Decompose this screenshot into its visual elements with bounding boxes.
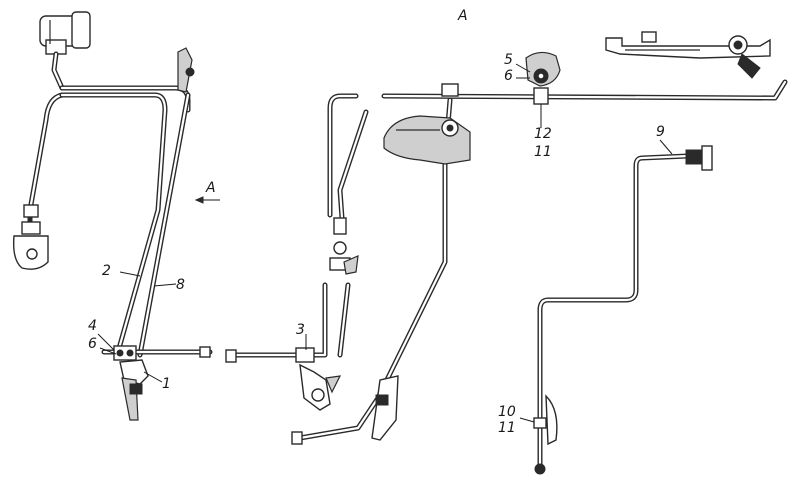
callout-8: 8	[176, 277, 185, 293]
callout-5: 5	[504, 52, 513, 68]
view-label: А	[457, 8, 468, 24]
callout-6-top: 6	[504, 68, 513, 84]
callout-6-left: 6	[88, 336, 97, 352]
callout-11-bottom: 11	[498, 420, 516, 436]
callout-12: 12	[534, 126, 552, 142]
center-assembly	[291, 31, 788, 445]
callout-11-top: 11	[534, 144, 552, 160]
view-arrow: А	[194, 180, 220, 204]
right-assembly	[533, 145, 713, 475]
middle-assembly	[225, 93, 369, 411]
callout-leaders	[97, 63, 673, 423]
callout-3: 3	[296, 322, 305, 338]
callout-2: 2	[102, 263, 111, 279]
callout-9: 9	[656, 124, 665, 140]
callout-4: 4	[88, 318, 97, 334]
arrow-label: А	[205, 180, 216, 196]
top-left-fitting	[39, 11, 91, 55]
top-right-unit	[605, 31, 771, 79]
callout-1: 1	[162, 376, 171, 392]
callout-10: 10	[498, 404, 516, 420]
left-assembly	[12, 11, 213, 421]
